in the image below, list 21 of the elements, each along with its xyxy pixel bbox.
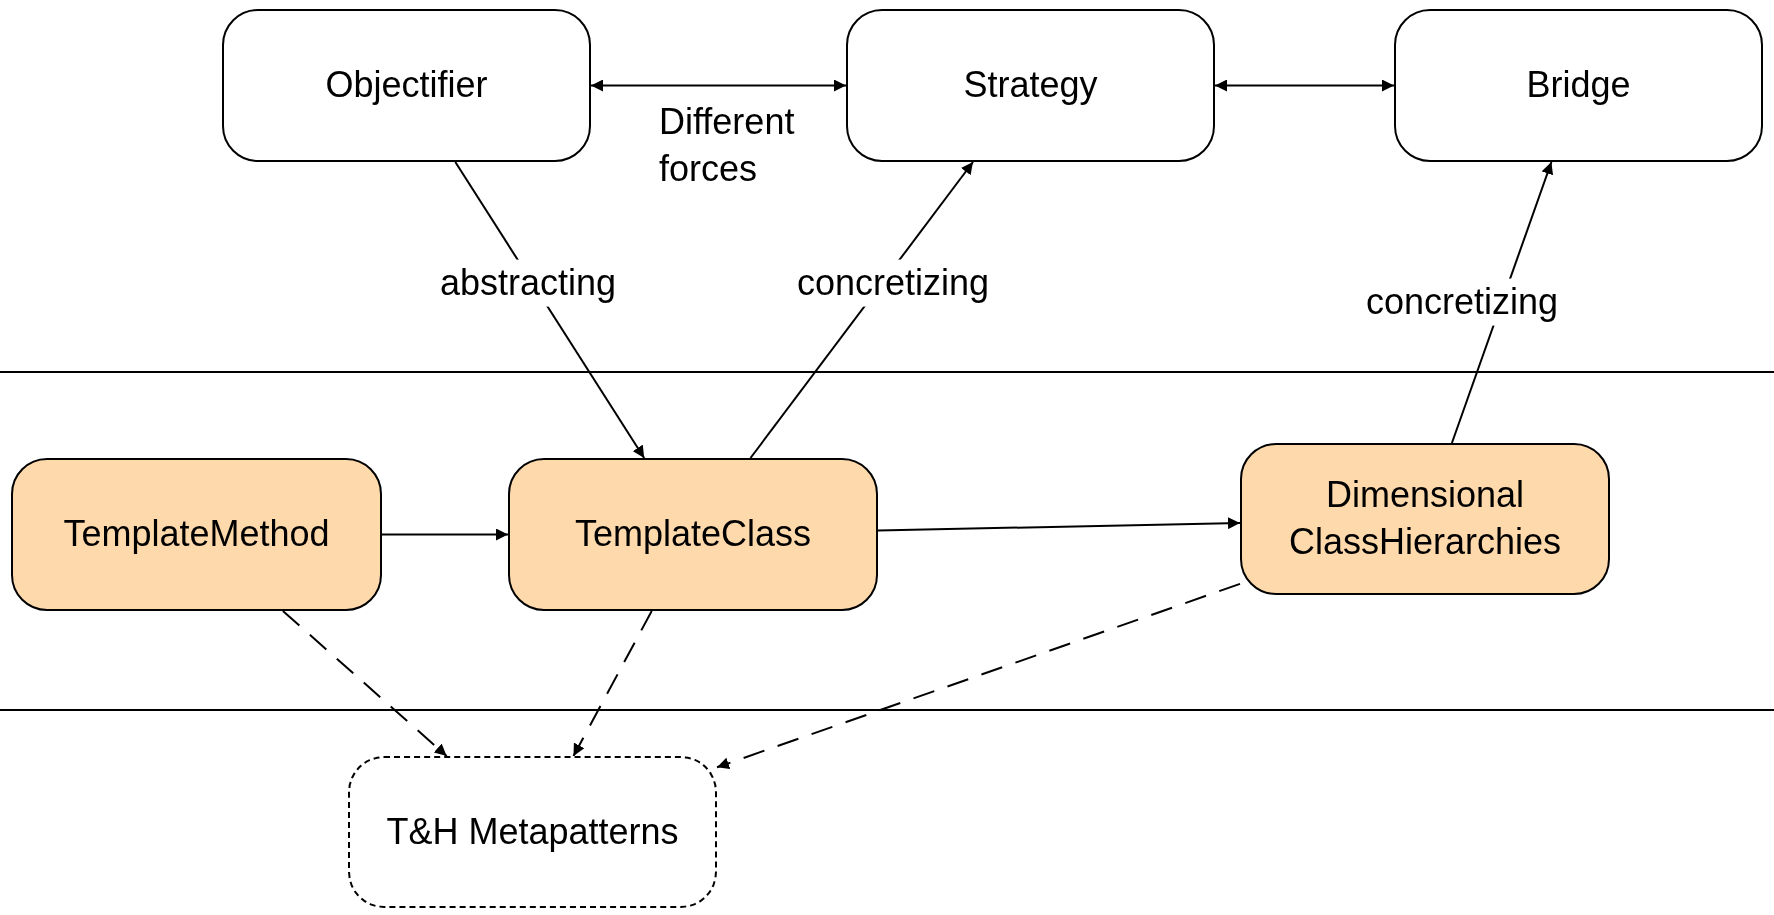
rounded-box (1240, 443, 1610, 595)
rounded-box (1394, 9, 1763, 162)
node-label: Dimensional ClassHierarchies (1287, 473, 1563, 564)
rounded-box (508, 458, 878, 611)
node-label: TemplateClass (574, 512, 812, 557)
node-label: TemplateMethod (63, 512, 330, 557)
rounded-box (11, 458, 382, 611)
node-label: Strategy (963, 63, 1098, 108)
rounded-box (222, 9, 591, 162)
node-label: T&H Metapatterns (386, 809, 679, 854)
node-label: Bridge (1526, 63, 1631, 108)
arrow (877, 517, 1241, 532)
dashed-arrow (281, 610, 448, 757)
dashed-arrow (572, 610, 653, 757)
arrow (381, 528, 509, 541)
arrow (590, 79, 847, 92)
arrow (1214, 79, 1395, 92)
dashed-rounded-box (348, 756, 717, 908)
dashed-arrow (716, 582, 1241, 769)
node-label: Objectifier (325, 63, 488, 108)
rounded-box (846, 9, 1215, 162)
